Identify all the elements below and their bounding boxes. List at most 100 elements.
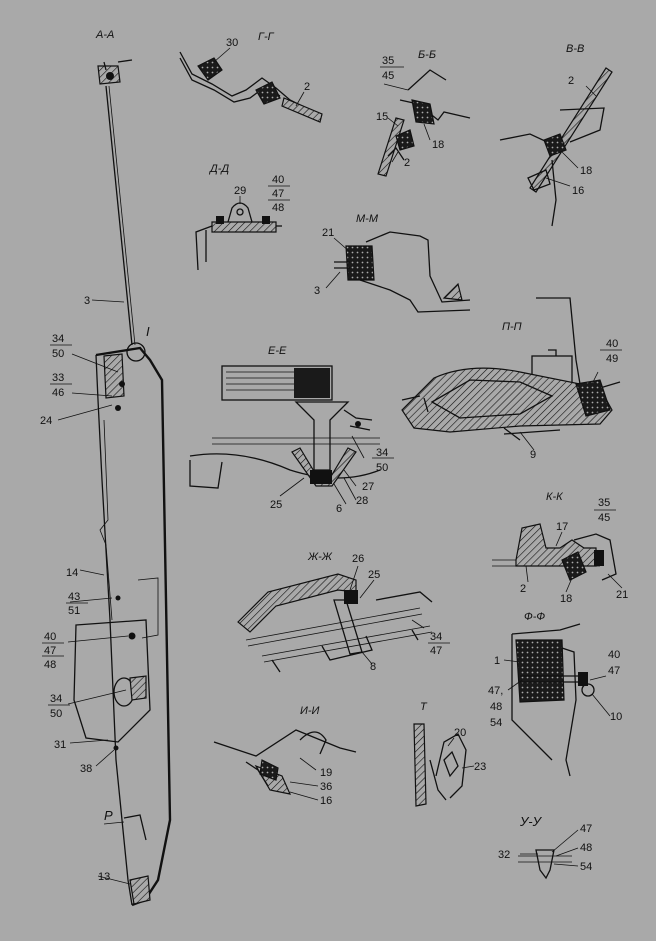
label-r: Р — [104, 808, 113, 823]
label-32: 32 — [498, 849, 510, 861]
label-54-ff: 54 — [490, 717, 502, 729]
label-34a: 34 — [52, 333, 64, 345]
label-40-dd: 40 — [272, 174, 284, 186]
label-21-kk: 21 — [616, 589, 628, 601]
view-bb — [377, 66, 471, 177]
label-43: 43 — [68, 591, 80, 603]
section-title-bb: Б-Б — [418, 49, 436, 61]
label-detail-i: I — [146, 324, 150, 339]
label-47-dd: 47 — [272, 188, 284, 200]
label-20: 20 — [454, 727, 466, 739]
label-34-zh: 34 — [430, 631, 442, 643]
view-ii — [213, 729, 357, 801]
label-40m: 40 — [44, 631, 56, 643]
label-47-uu: 47 — [580, 823, 592, 835]
label-17: 17 — [556, 521, 568, 533]
label-25-zh: 25 — [368, 569, 380, 581]
label-2-bb: 2 — [404, 157, 410, 169]
label-50b: 50 — [50, 708, 62, 720]
view-zhzh — [237, 565, 450, 673]
label-16-ii: 16 — [320, 795, 332, 807]
view-ee — [189, 365, 394, 505]
view-kk — [492, 509, 623, 593]
label-9: 9 — [530, 449, 536, 461]
label-46: 46 — [52, 387, 64, 399]
label-38: 38 — [80, 763, 92, 775]
view-t — [413, 723, 475, 807]
label-2-vv: 2 — [568, 75, 574, 87]
section-title-ii: И-И — [300, 705, 320, 717]
view-ff — [503, 623, 611, 777]
label-29: 29 — [234, 185, 246, 197]
view-mm — [325, 231, 471, 313]
label-2-kk: 2 — [520, 583, 526, 595]
view-pp — [401, 297, 622, 451]
label-48-dd: 48 — [272, 202, 284, 214]
section-title-kk: К-К — [546, 491, 563, 503]
label-14: 14 — [66, 567, 78, 579]
label-2-gg: 2 — [304, 81, 310, 93]
label-49: 49 — [606, 353, 618, 365]
label-51: 51 — [68, 605, 80, 617]
label-35-bb: 35 — [382, 55, 394, 67]
label-47m: 47 — [44, 645, 56, 657]
label-13: 13 — [98, 871, 110, 883]
label-40-pp: 40 — [606, 338, 618, 350]
section-title-ee: Е-Е — [268, 345, 287, 357]
label-28: 28 — [356, 495, 368, 507]
label-33: 33 — [52, 372, 64, 384]
label-1-ff: 1 — [494, 655, 500, 667]
label-27: 27 — [362, 481, 374, 493]
view-uu — [518, 829, 579, 880]
label-31: 31 — [54, 739, 66, 751]
label-54-uu: 54 — [580, 861, 592, 873]
label-15: 15 — [376, 111, 388, 123]
label-21-mm: 21 — [322, 227, 334, 239]
label-48m: 48 — [44, 659, 56, 671]
label-48-uu: 48 — [580, 842, 592, 854]
section-title-pp: П-П — [502, 321, 522, 333]
section-title-mm: М-М — [356, 213, 379, 225]
section-title-uu: У-У — [519, 814, 543, 829]
label-36: 36 — [320, 781, 332, 793]
section-title-t: Т — [420, 701, 428, 713]
view-vv — [499, 67, 613, 227]
section-title-zhzh: Ж-Ж — [307, 551, 333, 563]
section-title-dd: Д-Д — [208, 163, 229, 175]
section-title-vv: В-В — [566, 43, 584, 55]
label-34-ee: 34 — [376, 447, 388, 459]
label-16-vv: 16 — [572, 185, 584, 197]
label-18-bb: 18 — [432, 139, 444, 151]
label-18-vv: 18 — [580, 165, 592, 177]
label-6: 6 — [336, 503, 342, 515]
section-title-gg: Г-Г — [258, 31, 275, 43]
label-3: 3 — [84, 295, 90, 307]
view-aa: А-А — [42, 29, 172, 907]
label-26: 26 — [352, 553, 364, 565]
label-50a: 50 — [52, 348, 64, 360]
label-35-kk: 35 — [598, 497, 610, 509]
label-47-zh: 47 — [430, 645, 442, 657]
label-25-ee: 25 — [270, 499, 282, 511]
label-18-kk: 18 — [560, 593, 572, 605]
label-45-bb: 45 — [382, 70, 394, 82]
label-50-ee: 50 — [376, 462, 388, 474]
label-19: 19 — [320, 767, 332, 779]
view-gg — [179, 47, 323, 123]
label-8: 8 — [370, 661, 376, 673]
label-23: 23 — [474, 761, 486, 773]
label-3-mm: 3 — [314, 285, 320, 297]
label-34b: 34 — [50, 693, 62, 705]
section-title-aa: А-А — [95, 29, 114, 41]
section-title-ff: Ф-Ф — [524, 611, 545, 623]
view-dd — [195, 185, 290, 271]
label-10: 10 — [610, 711, 622, 723]
label-45-kk: 45 — [598, 512, 610, 524]
label-48-ff: 48 — [490, 701, 502, 713]
label-40-ff: 40 — [608, 649, 620, 661]
label-47-ff2: 47 — [608, 665, 620, 677]
label-47-ff: 47, — [488, 685, 503, 697]
label-24: 24 — [40, 415, 52, 427]
label-30: 30 — [226, 37, 238, 49]
